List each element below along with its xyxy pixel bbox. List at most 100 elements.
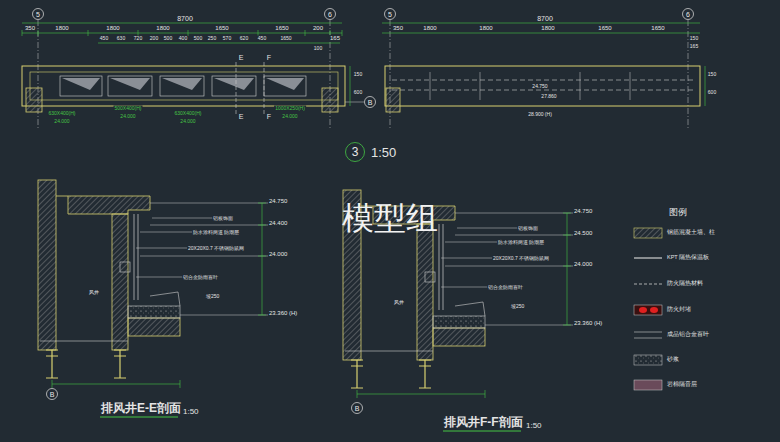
legend-entry: 防火封堵 [666,307,692,313]
annotation: 防水涂料两道 防潮层 [497,240,545,245]
annotation: 24.750 [531,84,548,89]
annotation: 200 [149,36,159,41]
annotation: 8700 [176,15,194,22]
annotation: 铝合金防雨百叶 [182,275,219,280]
annotation: 风井 [88,290,100,295]
annotation: 620 [239,36,249,41]
axis-label: B [355,405,360,412]
annotation: 1650 [274,25,289,31]
annotation: 坡250 [510,304,525,309]
annotation: 1800 [155,25,170,31]
axis-bubble: 6 [682,8,694,20]
axis-label: B [368,99,373,106]
annotation: 24.400 [268,220,288,226]
annotation: 1:50 [370,146,397,159]
annotation: 630 [116,36,126,41]
annotation: 570 [222,36,232,41]
annotation: F [266,113,272,120]
annotation: 1:50 [182,408,200,416]
annotation: E [238,113,245,120]
annotation: 600 [353,90,363,95]
axis-bubble: 6 [324,8,336,20]
annotation: 28.900 (H) [527,112,553,117]
annotation: 风井 [393,300,405,305]
annotation: 24.000 [119,114,136,119]
axis-label: 5 [388,11,392,18]
annotation: 500 [193,36,203,41]
annotation: 24.500 [573,230,593,236]
annotation: 铝板饰面 [517,226,539,231]
annotation: 23.360 (H) [573,320,603,326]
axis-bubble: 5 [32,8,44,20]
annotation: 防水涂料两道 防潮层 [192,230,240,235]
annotation: 24.000 [281,114,298,119]
annotation: F [266,54,272,61]
annotation: 1:50 [525,422,543,430]
annotation: 铝板饰面 [212,216,234,221]
annotation: 20X20X0.7 不锈钢防鼠网 [492,256,550,261]
annotation: 500 [163,36,173,41]
annotation: 350 [24,25,36,31]
annotation: 1800 [54,25,69,31]
legend-entry: 防火隔热材料 [666,281,704,287]
annotation: 图例 [668,208,688,217]
annotation: 450 [99,36,109,41]
annotation: 坡250 [205,294,220,299]
annotation: 100 [313,46,323,51]
legend-entry: KPT 隔热保温板 [666,255,710,261]
annotation: 23.360 (H) [268,310,298,316]
annotation: 24.750 [268,198,288,204]
axis-bubble: B [46,388,58,400]
annotation: 8700 [536,15,554,22]
annotation: 350 [392,25,404,31]
annotation: 排风井E-E剖面 [100,402,182,414]
axis-label: 6 [328,11,332,18]
annotation: 24.000 [179,119,196,124]
annotation: 24.000 [53,119,70,124]
axis-label: 6 [686,11,690,18]
annotation: 200 [312,25,324,31]
annotation: 400 [178,36,188,41]
annotation: 630X400(H) [48,111,77,116]
annotation: 1000X250(H) [274,106,306,111]
annotation: 165 [689,44,699,49]
annotation: 1650 [650,25,665,31]
annotation: 1800 [105,25,120,31]
annotation: 720 [133,36,143,41]
legend-entry: 成品铝合金百叶 [666,332,710,338]
axis-label: B [50,391,55,398]
annotation: 630X400(H) [174,111,203,116]
annotation: 铝合金防雨百叶 [487,285,524,290]
annotation: 150 [707,72,717,77]
annotation: 20X20X0.7 不锈钢防鼠网 [187,246,245,251]
annotation: 165 [329,35,341,41]
annotation: 1650 [214,25,229,31]
annotation: 1800 [422,25,437,31]
annotation: 1800 [540,25,555,31]
annotation: 24.750 [573,208,593,214]
annotation: 150 [689,36,699,41]
annotation: 450 [257,36,267,41]
annotation: 600 [707,90,717,95]
annotation: 150 [353,72,363,77]
annotation: 250 [207,36,217,41]
annotation: E [238,54,245,61]
annotation: 500X400(H) [114,106,143,111]
annotation: 1650 [279,36,292,41]
annotation: 1650 [597,25,612,31]
axis-bubble: B [364,96,376,108]
annotation: 排风井F-F剖面 [443,416,524,428]
axis-label: 3 [352,146,359,158]
legend-entry: 钢筋混凝土墙、柱 [666,230,716,236]
annotation: 27.860 [540,94,557,99]
annotation: 24.000 [573,261,593,267]
axis-bubble: 3 [345,142,365,162]
annotation: 24.000 [268,251,288,257]
axis-bubble: 5 [384,8,396,20]
legend-entry: 砂浆 [666,357,680,363]
legend-entry: 岩棉隔音层 [666,382,698,388]
axis-label: 5 [36,11,40,18]
axis-bubble: B [351,402,363,414]
watermark: 模型组 [341,202,439,234]
